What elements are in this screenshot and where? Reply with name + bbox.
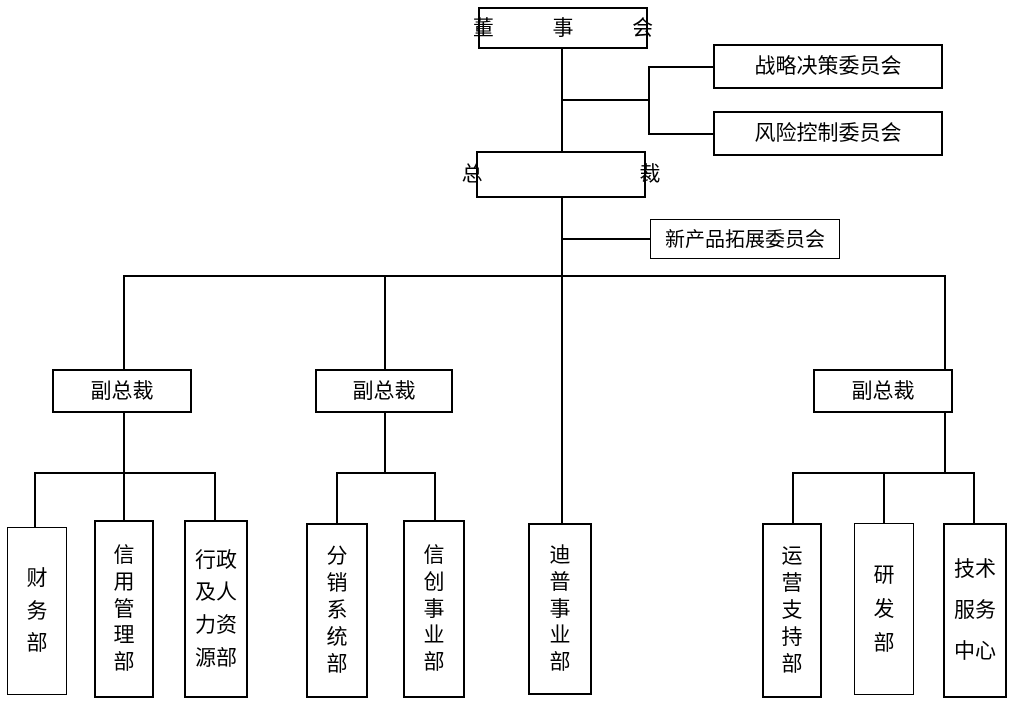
node-vp-middle[interactable]: 副总裁 <box>315 369 453 413</box>
node-xinchuang-dept[interactable]: 信 创 事 业 部 <box>403 520 465 698</box>
node-admin-hr-dept-label: 行政 及人 力资 源部 <box>195 547 237 670</box>
connector-bus-to-vp-left <box>123 275 125 369</box>
connector-bus-to-vp-right <box>944 275 946 369</box>
connector-to-distribution-dept <box>336 472 338 523</box>
connector-board-down <box>561 48 563 160</box>
node-vp-right[interactable]: 副总裁 <box>813 369 953 413</box>
connector-bus-to-vp-middle <box>384 275 386 369</box>
node-operations-dept-label: 运 营 支 持 部 <box>781 544 803 676</box>
node-credit-mgmt-dept[interactable]: 信 用 管 理 部 <box>94 520 154 698</box>
connector-to-xinchuang-dept <box>434 472 436 520</box>
node-new-product-committee[interactable]: 新产品拓展委员会 <box>650 219 840 259</box>
connector-to-strategy-committee <box>648 66 713 68</box>
node-vp-left[interactable]: 副总裁 <box>52 369 192 413</box>
node-vp-right-label: 副总裁 <box>851 378 915 403</box>
connector-board-to-committee-bus <box>561 99 650 101</box>
connector-vp-right-down <box>944 412 946 474</box>
node-president-label: 总 裁 <box>461 162 687 186</box>
connector-vp-left-down <box>123 412 125 474</box>
connector-to-new-product-committee <box>561 238 651 240</box>
node-strategy-committee[interactable]: 战略决策委员会 <box>713 44 943 89</box>
connector-vp-middle-bus <box>336 472 436 474</box>
connector-main-bus <box>124 275 946 277</box>
node-rnd-dept[interactable]: 研 发 部 <box>854 523 914 695</box>
node-risk-committee-label: 风险控制委员会 <box>754 121 902 145</box>
node-board-label: 董 事 会 <box>472 15 680 40</box>
node-vp-left-label: 副总裁 <box>90 378 154 403</box>
node-finance-dept-label: 财 务 部 <box>26 566 48 656</box>
node-dptech-dept[interactable]: 迪 普 事 业 部 <box>528 523 592 695</box>
node-distribution-dept[interactable]: 分 销 系 统 部 <box>306 523 368 698</box>
node-finance-dept[interactable]: 财 务 部 <box>7 527 67 695</box>
node-rnd-dept-label: 研 发 部 <box>873 562 895 655</box>
node-risk-committee[interactable]: 风险控制委员会 <box>713 111 943 156</box>
node-distribution-dept-label: 分 销 系 统 部 <box>326 544 348 676</box>
connector-to-finance-dept <box>34 472 36 527</box>
node-credit-mgmt-dept-label: 信 用 管 理 部 <box>113 542 135 675</box>
node-dptech-dept-label: 迪 普 事 业 部 <box>549 542 571 675</box>
connector-president-down <box>561 198 563 528</box>
node-vp-middle-label: 副总裁 <box>352 378 416 403</box>
node-tech-service-center[interactable]: 技术 服务 中心 <box>943 523 1007 698</box>
node-xinchuang-dept-label: 信 创 事 业 部 <box>423 542 445 675</box>
connector-to-tech-service-center <box>973 472 975 523</box>
node-president[interactable]: 总 裁 <box>462 151 660 198</box>
connector-vp-left-bus <box>34 472 216 474</box>
connector-to-rnd-dept <box>883 472 885 523</box>
connector-to-credit-mgmt-dept <box>123 472 125 520</box>
connector-to-risk-committee <box>648 133 713 135</box>
node-tech-service-center-label: 技术 服务 中心 <box>954 557 996 663</box>
node-new-product-committee-label: 新产品拓展委员会 <box>665 227 825 251</box>
node-strategy-committee-label: 战略决策委员会 <box>754 54 902 78</box>
connector-to-operations-dept <box>792 472 794 523</box>
node-operations-dept[interactable]: 运 营 支 持 部 <box>762 523 822 698</box>
connector-vp-middle-down <box>384 412 386 474</box>
connector-to-admin-hr-dept <box>214 472 216 520</box>
node-board[interactable]: 董 事 会 <box>473 7 653 49</box>
node-admin-hr-dept[interactable]: 行政 及人 力资 源部 <box>184 520 248 698</box>
